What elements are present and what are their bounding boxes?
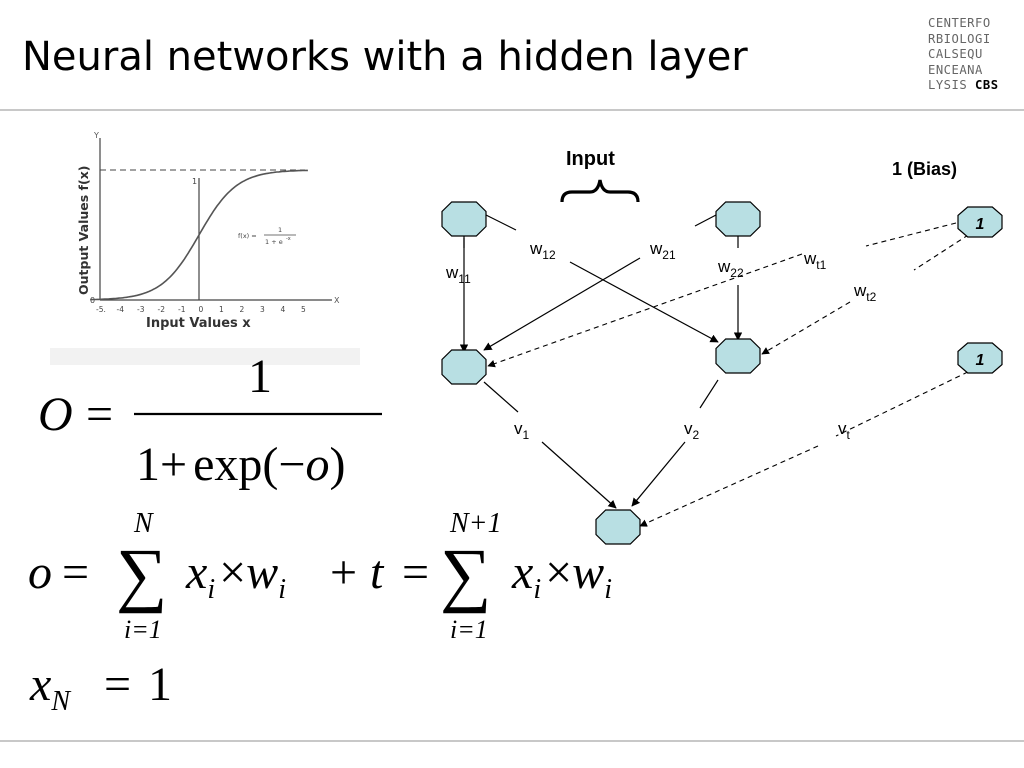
plot-y-letter: Y [93,131,99,140]
bottom-divider [0,740,1024,742]
formula-sum-plus: + [330,546,357,599]
bias-label: 1 (Bias) [892,159,957,179]
bias-node-1 [957,206,1003,238]
formula-xn-val: 1 [148,658,172,711]
plot-x-tick: 5 [301,305,306,314]
edge-v2-a [699,379,719,409]
weight-w12: w12 [529,239,556,262]
logo-line-1: CENTERFO [928,16,991,30]
edge-w12-a [485,214,517,231]
weight-w21: w21 [649,239,676,262]
plot-bottom-strip [50,348,360,365]
input-brace [560,179,640,203]
formula-sum-term-1: xi×wi [185,546,286,605]
logo-brand: CBS [975,78,999,92]
logo-line-3: CALSEQU [928,47,983,61]
plot-x-tick: -4 [117,305,125,314]
plot-x-tick: 2 [240,305,245,314]
formula-sum-t: t [370,546,385,599]
sigmoid-plot: Y X 1 0 -5. -4 -3 -2 -1 0 1 2 3 4 5 f(x) = 1 1 + e… [50,120,360,365]
bias-node-1-label: 1 [976,216,985,233]
edge-vt-b [639,445,819,527]
hidden-node-2 [715,338,761,374]
plot-background [50,120,360,365]
logo-line-2: RBIOLOGI [928,31,991,46]
formula-sigma-2-upper: N+1 [449,508,502,539]
plot-x-tick: 1 [219,305,224,314]
edge-vt-a [835,367,977,437]
formula-sum-eq1: = [62,546,89,599]
sigmoid-curve [90,169,308,301]
logo-line-5-text: LYSIS [928,78,968,92]
plot-x-label: Input Values x [146,316,251,331]
formula-sum-lhs: o [28,546,52,599]
output-node [595,509,641,545]
formula-sigma-2: ∑ [440,534,491,614]
input-node-1 [441,201,487,237]
network-diagram: Input 1 (Bias) 1 1 w11 w12 w21 w22 wt1 w… [441,148,1003,545]
plot-formula-den: 1 + e [265,238,283,246]
plot-formula-lhs: f(x) = [238,232,257,240]
cbs-logo: CENTERFO RBIOLOGI CALSEQU ENCEANA LYSIS … [928,16,1018,94]
logo-line-4: ENCEANA [928,62,983,77]
input-label: Input [566,148,615,170]
slide-title: Neural networks with a hidden layer [22,34,748,80]
plot-x-tick: -1 [178,305,186,314]
plot-x-tick: 0 [199,305,204,314]
formula-sum-term-2: xi×wi [511,546,612,605]
formula-area: O = 1 1+exp(−o) o = ∑ N i=1 xi×wi + t = … [28,360,612,717]
weight-vt: vt [838,419,851,442]
formula-xn-eq: = [104,658,131,711]
weight-w11: w11 [445,263,471,286]
edge-wt2-a [913,229,977,271]
bias-node-2-label: 1 [976,352,985,369]
formula-output-num: 1 [248,360,272,403]
edge-w21-stub [694,214,717,227]
plot-formula-num: 1 [278,226,282,234]
edge-v2-b [631,441,686,507]
plot-x-letter: X [334,296,340,305]
plot-x-tick: -3 [137,305,145,314]
weight-v2: v2 [684,419,700,442]
formula-output-eq: = [86,388,113,441]
weight-v1: v1 [514,419,530,442]
formula-sigma-1-lower: i=1 [124,615,162,644]
hidden-node-1 [441,349,487,385]
formula-sum-eq2: = [402,546,429,599]
edge-v1-b [541,441,617,509]
plot-tick-zero: 0 [90,296,95,305]
weight-wt2: wt2 [853,281,877,304]
plot-x-tick: 4 [281,305,286,314]
weight-wt1: wt1 [803,249,827,272]
edge-wt1-a [865,222,957,247]
plot-x-ticks: -5. -4 -3 -2 -1 0 1 2 3 4 5 [96,305,306,314]
plot-tick-one: 1 [192,177,197,186]
plot-formula-exp: -x [286,236,291,242]
formula-sigma-1-upper: N [133,508,154,539]
bias-node-2 [957,342,1003,374]
weight-w22: w22 [717,257,744,280]
edge-wt2-b [761,301,851,355]
plot-x-tick: -5. [96,305,106,314]
plot-y-label: Output Values f(x) [76,166,91,295]
edge-wt1-b [487,253,803,368]
logo-line-5: LYSIS CBS [928,78,1018,94]
top-divider [0,109,1024,111]
formula-xn: xN [29,658,71,717]
plot-x-tick: 3 [260,305,265,314]
edge-w12-b [569,261,719,343]
formula-output-lhs: O [38,388,73,441]
edge-v1-a [483,381,519,413]
plot-x-tick: -2 [158,305,166,314]
formula-output-den: 1+exp(−o) [136,438,345,491]
formula-sigma-2-lower: i=1 [450,615,488,644]
input-node-2 [715,201,761,237]
edge-w21 [483,257,641,351]
formula-sigma-1: ∑ [116,534,167,614]
network-nodes [441,201,1003,545]
